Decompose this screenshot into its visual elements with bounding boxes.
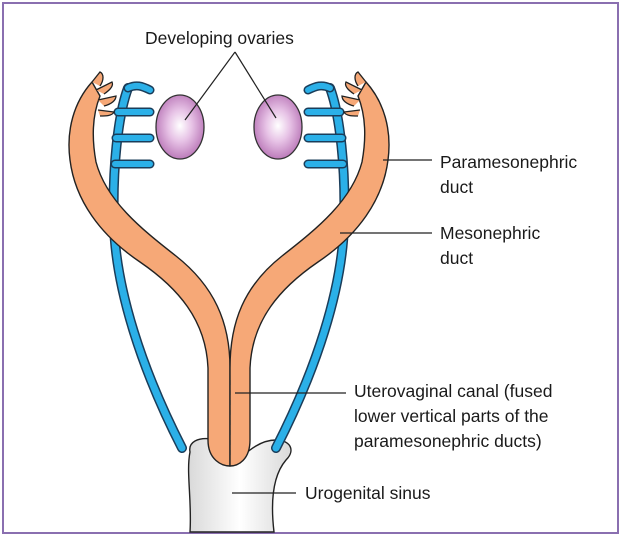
- label-mesonephric-line-2: duct: [440, 246, 540, 271]
- label-developing-ovaries: Developing ovaries: [145, 26, 294, 51]
- ovary-right: [254, 95, 302, 159]
- label-uterovaginal-line-1: Uterovaginal canal (fused: [354, 379, 552, 404]
- label-paramesonephric-line-2: duct: [440, 175, 577, 200]
- label-uterovaginal-line-3: paramesonephric ducts): [354, 429, 552, 454]
- label-uterovaginal-canal: Uterovaginal canal (fused lower vertical…: [354, 379, 552, 454]
- label-urogenital-sinus: Urogenital sinus: [305, 481, 430, 506]
- label-paramesonephric-line-1: Paramesonephric: [440, 150, 577, 175]
- label-uterovaginal-line-2: lower vertical parts of the: [354, 404, 552, 429]
- label-mesonephric-duct: Mesonephric duct: [440, 221, 540, 271]
- label-mesonephric-line-1: Mesonephric: [440, 221, 540, 246]
- label-paramesonephric-duct: Paramesonephric duct: [440, 150, 577, 200]
